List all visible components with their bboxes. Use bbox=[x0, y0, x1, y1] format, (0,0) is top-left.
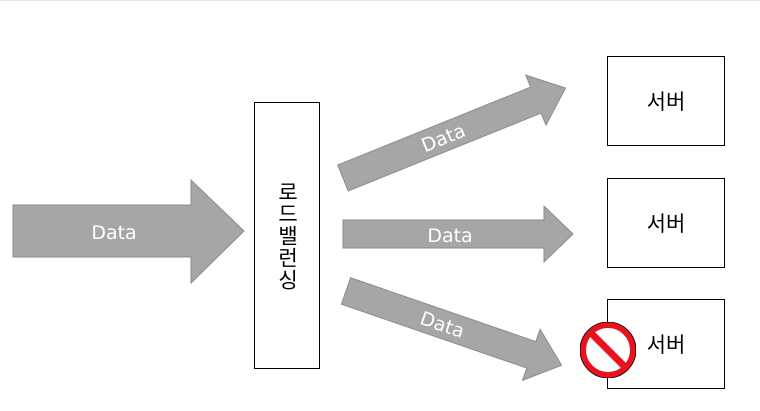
output-arrow-3: Data bbox=[340, 277, 563, 382]
server-3-label: 서버 bbox=[646, 333, 686, 357]
load-balancer-box: 로드밸런싱 bbox=[254, 102, 320, 369]
server-2-label: 서버 bbox=[646, 212, 686, 236]
load-balancer-label: 로드밸런싱 bbox=[275, 180, 299, 291]
input-arrow-label: Data bbox=[91, 222, 136, 244]
output-arrow-1: Data bbox=[337, 74, 567, 192]
output-arrow-2: Data bbox=[342, 204, 574, 264]
prohibited-icon bbox=[580, 322, 636, 378]
server-box-1: 서버 bbox=[607, 56, 725, 146]
server-box-2: 서버 bbox=[607, 178, 725, 268]
server-1-label: 서버 bbox=[646, 90, 686, 114]
top-divider bbox=[0, 0, 760, 1]
input-arrow: Data bbox=[12, 178, 245, 285]
output-arrow-2-label: Data bbox=[427, 225, 472, 247]
